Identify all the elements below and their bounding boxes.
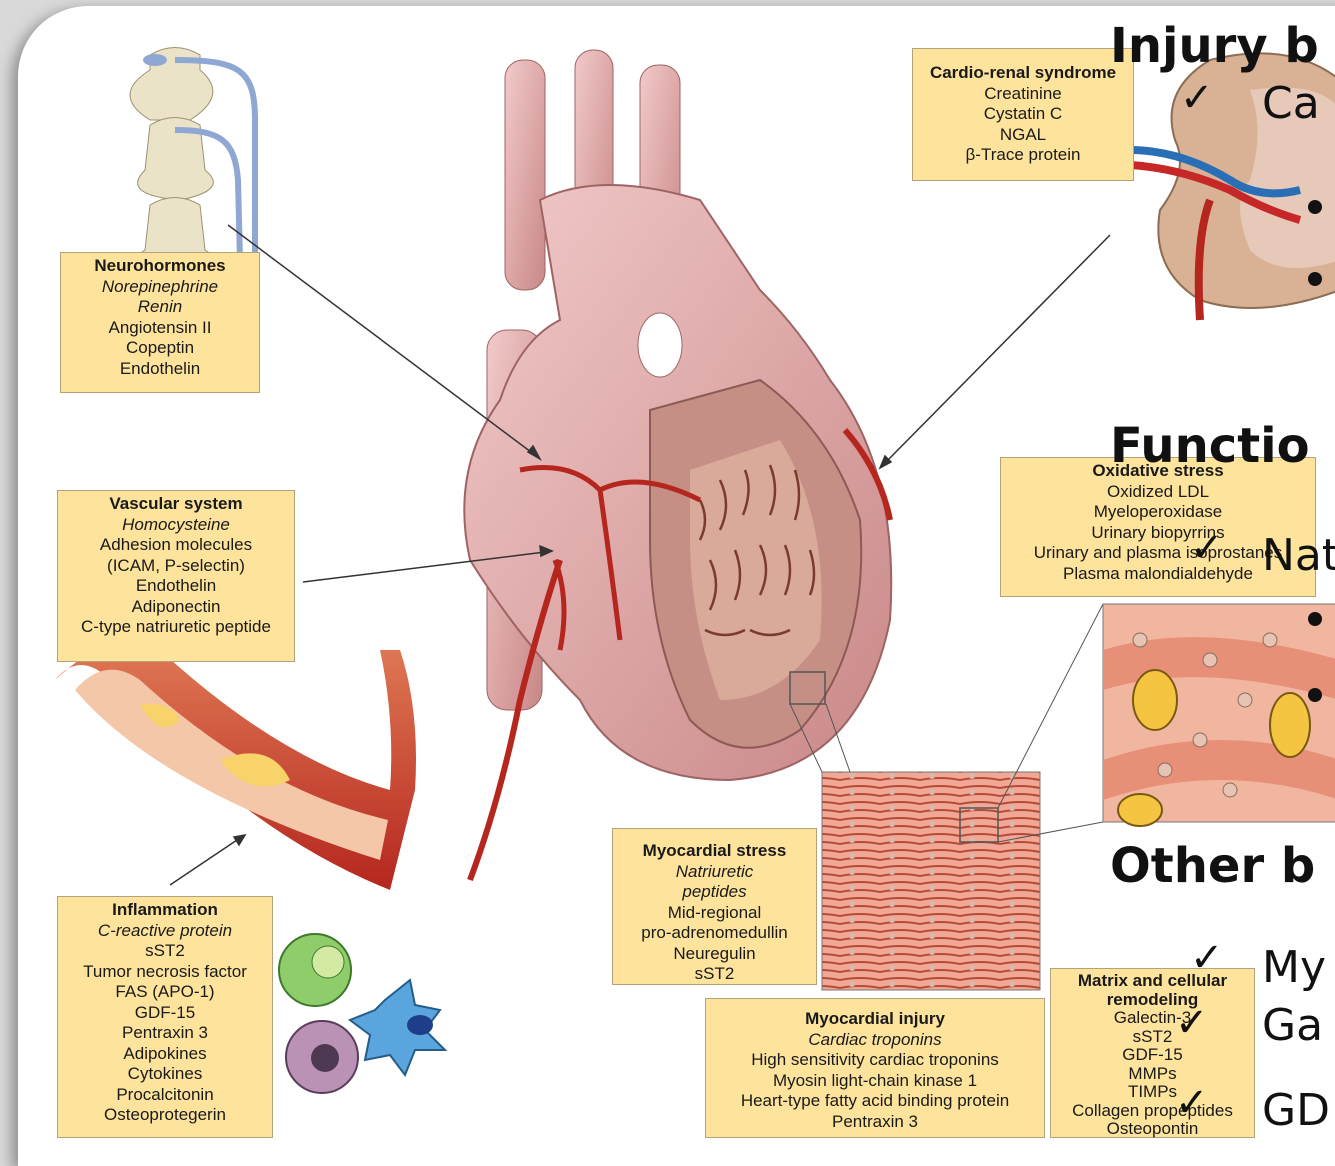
box-item: GDF-15 — [1055, 1046, 1250, 1065]
box-item: Myosin light-chain kinase 1 — [710, 1071, 1040, 1092]
box-item: β-Trace protein — [917, 145, 1129, 166]
box-item: Cystatin C — [917, 104, 1129, 125]
box-item: Neuregulin — [617, 944, 812, 965]
bullet-icon — [1308, 200, 1322, 214]
matrix-remodeling-box: Matrix and cellular remodeling Galectin-… — [1050, 968, 1255, 1138]
box-item: C-type natriuretic peptide — [62, 617, 290, 638]
box-item: Osteopontin — [1055, 1120, 1250, 1139]
heart-illustration-body — [464, 50, 891, 880]
box-item: Natriuretic — [617, 862, 812, 883]
heading-function: Functio — [1110, 418, 1310, 474]
checkmark-icon: ✓ — [1190, 525, 1224, 571]
blood-vessel-illustration — [55, 640, 416, 890]
box-item: Pentraxin 3 — [62, 1023, 268, 1044]
box-item: Angiotensin II — [65, 318, 255, 339]
box-title: Inflammation — [62, 900, 268, 921]
box-item: TIMPs — [1055, 1083, 1250, 1102]
cardio-renal-box: Cardio-renal syndrome Creatinine Cystati… — [912, 48, 1134, 181]
box-item: Endothelin — [62, 576, 290, 597]
box-item: sST2 — [62, 941, 268, 962]
heading-injury: Injury b — [1110, 18, 1319, 74]
box-item: Renin — [65, 297, 255, 318]
checkmark-icon: ✓ — [1175, 1000, 1209, 1046]
box-item: Norepinephrine — [65, 277, 255, 298]
neurohormones-box: Neurohormones Norepinephrine Renin Angio… — [60, 252, 260, 393]
box-item: Heart-type fatty acid binding protein — [710, 1091, 1040, 1112]
check-item-text: GD — [1262, 1085, 1330, 1136]
box-title: Myocardial injury — [710, 1009, 1040, 1030]
box-item: Pentraxin 3 — [710, 1112, 1040, 1133]
box-item: Oxidized LDL — [1005, 482, 1311, 503]
box-item: FAS (APO-1) — [62, 982, 268, 1003]
box-title: Myocardial stress — [617, 841, 812, 862]
box-title: Vascular system — [62, 494, 290, 515]
myocardial-injury-box: Myocardial injury Cardiac troponins High… — [705, 998, 1045, 1138]
box-title: remodeling — [1055, 991, 1250, 1010]
box-item: Procalcitonin — [62, 1085, 268, 1106]
box-item: C-reactive protein — [62, 921, 268, 942]
box-title: Cardio-renal syndrome — [917, 63, 1129, 84]
inflammation-box: Inflammation C-reactive protein sST2 Tum… — [57, 896, 273, 1138]
box-item: Myeloperoxidase — [1005, 502, 1311, 523]
heading-other: Other b — [1110, 838, 1315, 894]
box-item: Adiponectin — [62, 597, 290, 618]
box-item: Cytokines — [62, 1064, 268, 1085]
box-item: MMPs — [1055, 1065, 1250, 1084]
box-item: sST2 — [1055, 1028, 1250, 1047]
box-item: pro-adrenomedullin — [617, 923, 812, 944]
myocardial-stress-box: Myocardial stress Natriuretic peptides M… — [612, 828, 817, 985]
box-item: Homocysteine — [62, 515, 290, 536]
box-item: Mid-regional — [617, 903, 812, 924]
vascular-system-box: Vascular system Homocysteine Adhesion mo… — [57, 490, 295, 662]
box-item: Endothelin — [65, 359, 255, 380]
box-item: Adipokines — [62, 1044, 268, 1065]
box-item: High sensitivity cardiac troponins — [710, 1050, 1040, 1071]
mitochondria-illustration — [1103, 604, 1335, 826]
box-item: Osteoprotegerin — [62, 1105, 268, 1126]
check-item-text: Nat — [1262, 530, 1335, 581]
check-item-text: Ga — [1262, 1000, 1323, 1051]
box-item: Collagen propeptides — [1055, 1102, 1250, 1121]
box-item: Adhesion molecules — [62, 535, 290, 556]
box-item: Tumor necrosis factor — [62, 962, 268, 983]
check-item-text: My — [1262, 942, 1326, 993]
box-item: Copeptin — [65, 338, 255, 359]
box-item: NGAL — [917, 125, 1129, 146]
bullet-icon — [1308, 612, 1322, 626]
bullet-icon — [1308, 272, 1322, 286]
checkmark-icon: ✓ — [1190, 935, 1224, 981]
spine-illustration — [130, 48, 255, 273]
checkmark-icon: ✓ — [1180, 75, 1214, 121]
box-item: Creatinine — [917, 84, 1129, 105]
box-item: Cardiac troponins — [710, 1030, 1040, 1051]
box-item: (ICAM, P-selectin) — [62, 556, 290, 577]
box-item: Galectin-3 — [1055, 1009, 1250, 1028]
bullet-icon — [1308, 688, 1322, 702]
box-item: peptides — [617, 882, 812, 903]
box-item: sST2 — [617, 964, 812, 985]
box-item: GDF-15 — [62, 1003, 268, 1024]
check-item-text: Ca — [1262, 78, 1320, 129]
checkmark-icon: ✓ — [1175, 1080, 1209, 1126]
box-title: Neurohormones — [65, 256, 255, 277]
immune-cells-illustration — [279, 934, 445, 1093]
